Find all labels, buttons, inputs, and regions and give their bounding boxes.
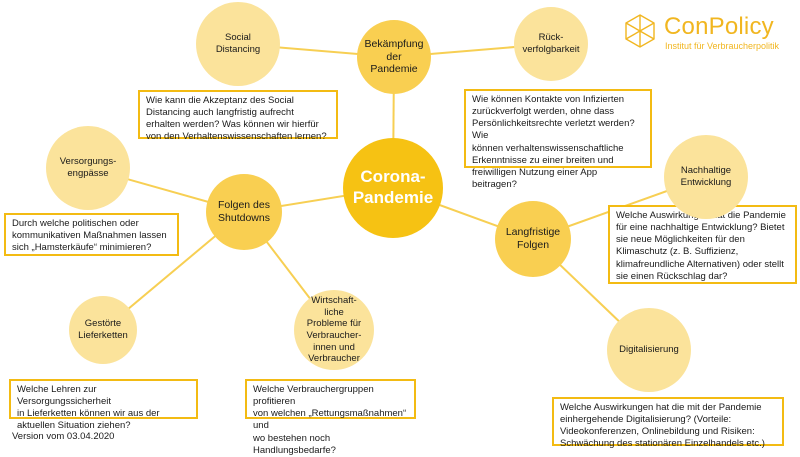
node-bekaempfung: Bekämpfung der Pandemie [357, 20, 431, 94]
node-supply-shortage: Versorgungs- engpässe [46, 126, 130, 210]
node-social-distancing: Social Distancing [196, 2, 280, 86]
conpolicy-logo-icon [625, 14, 655, 48]
question-supply-shortage: Durch welche politischen oder kommunikat… [4, 213, 179, 256]
question-digitalization: Welche Auswirkungen hat die mit der Pand… [552, 397, 784, 449]
node-bekaempfung-label: Bekämpfung der Pandemie [364, 37, 424, 76]
node-longterm-label: Langfristige Folgen [505, 226, 561, 251]
node-digitalization-label: Digitalisierung [619, 344, 679, 356]
conpolicy-logo: ConPolicy Institut für Verbraucherpoliti… [622, 13, 794, 57]
node-sustainability: Nachhaltige Entwicklung [664, 135, 748, 219]
node-longterm: Langfristige Folgen [495, 201, 571, 277]
node-digitalization: Digitalisierung [607, 308, 691, 392]
logo-subtitle: Institut für Verbraucherpolitik [665, 41, 780, 51]
logo-name: ConPolicy [664, 13, 774, 40]
center-node-label: Corona- Pandemie [352, 167, 434, 207]
question-consumer-economy: Welche Verbrauchergruppen profitieren vo… [245, 379, 416, 456]
node-supply-shortage-label: Versorgungs- engpässe [59, 156, 117, 179]
question-supply-chains: Welche Lehren zur Versorgungssicherheit … [9, 379, 198, 431]
node-consumer-economy: Wirtschaft- liche Probleme für Verbrauch… [294, 290, 374, 370]
center-node: Corona- Pandemie [343, 138, 443, 238]
node-consumer-economy-label: Wirtschaft- liche Probleme für Verbrauch… [306, 295, 362, 365]
node-tracking-label: Rück- verfolgbarkeit [522, 32, 580, 55]
question-social-distancing: Wie kann die Akzeptanz des Social Distan… [138, 90, 338, 142]
node-social-distancing-label: Social Distancing [215, 32, 261, 55]
node-sustainability-label: Nachhaltige Entwicklung [680, 165, 732, 188]
node-tracking: Rück- verfolgbarkeit [514, 7, 588, 81]
version-label: Version vom 03.04.2020 [12, 431, 115, 442]
node-shutdown-label: Folgen des Shutdowns [218, 199, 270, 224]
node-supply-chains-label: Gestörte Lieferketten [78, 318, 128, 341]
question-tracking: Wie können Kontakte von Infizierten zurü… [464, 89, 652, 190]
node-supply-chains: Gestörte Lieferketten [69, 296, 137, 364]
node-shutdown: Folgen des Shutdowns [206, 174, 282, 250]
